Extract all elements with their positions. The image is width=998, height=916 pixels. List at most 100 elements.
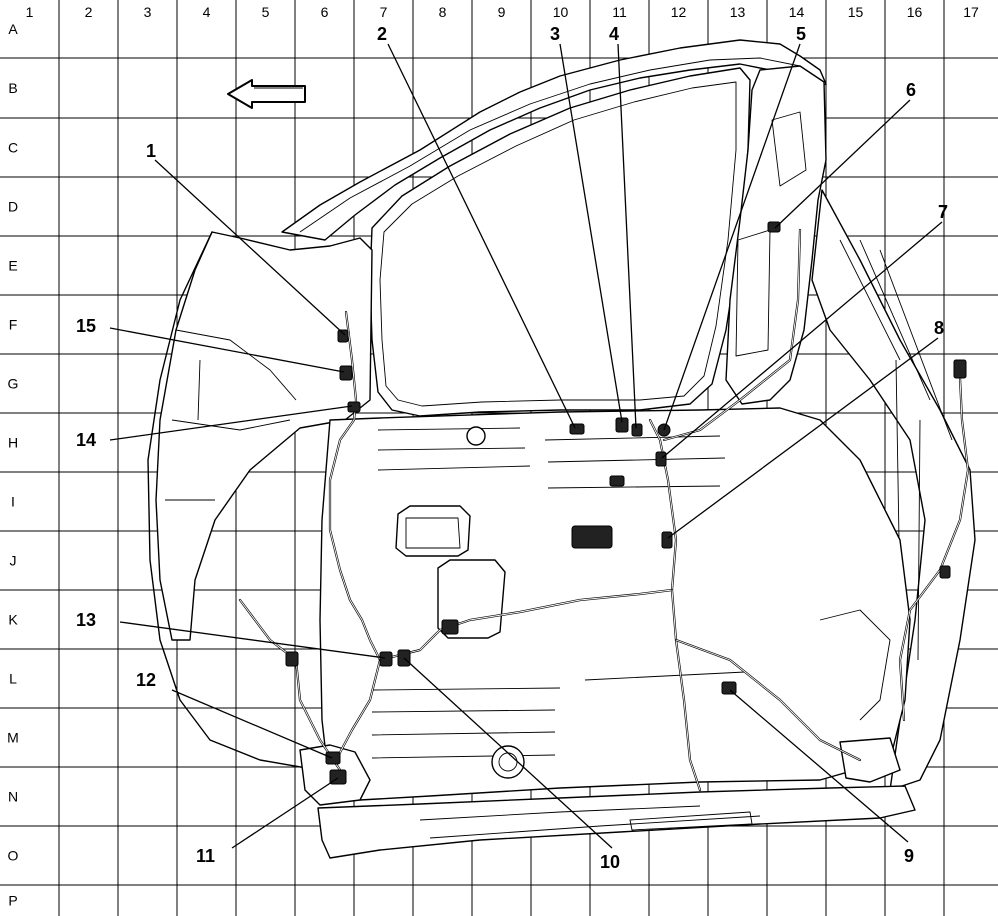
grid-column-label: 13 <box>730 4 746 20</box>
connector-right-wall <box>939 565 951 579</box>
wheel-house-cover <box>437 559 506 639</box>
grid-row-label: M <box>7 730 19 746</box>
harness-left-lower-core <box>239 599 341 771</box>
wiring-harness <box>238 221 970 792</box>
leader-2 <box>387 43 576 429</box>
window-seal <box>379 81 737 407</box>
grid-row-label: C <box>8 140 18 156</box>
right-lower-corner <box>839 737 901 783</box>
callout-15: 15 <box>76 316 96 336</box>
grid-column-label: 17 <box>963 4 979 20</box>
grid-row-label: N <box>8 789 18 805</box>
leader-7 <box>661 221 943 459</box>
connector-12 <box>325 751 341 765</box>
grid-column-label: 16 <box>907 4 923 20</box>
right-pillar <box>725 65 827 405</box>
callout-14: 14 <box>76 430 96 450</box>
leader-12 <box>171 689 333 759</box>
leader-6 <box>774 99 911 229</box>
grid-column-label: 3 <box>144 4 152 20</box>
grid-column-label: 5 <box>262 4 270 20</box>
leader-11 <box>231 777 339 849</box>
connector-far-right <box>953 359 967 379</box>
harness-far-right-core <box>899 377 969 721</box>
vehicle-body-illustration <box>147 39 976 859</box>
callout-8: 8 <box>934 318 944 338</box>
grid-column-label: 10 <box>553 4 569 20</box>
right-wall-ribs <box>839 239 953 661</box>
connector-7 <box>655 451 667 467</box>
floor-ribs <box>371 427 746 759</box>
leader-3 <box>559 43 623 423</box>
right-body-wall <box>811 189 976 791</box>
floor-grommet <box>466 426 486 446</box>
grid-row-label: K <box>8 612 18 628</box>
grid-column-label: 9 <box>498 4 506 20</box>
grid-row-label: P <box>8 893 17 909</box>
floor-drain-plug <box>491 745 525 779</box>
grid-column-label: 6 <box>321 4 329 20</box>
grid-row-label: D <box>8 199 18 215</box>
grid-column-label: 1 <box>26 4 34 20</box>
grid-column-label: 7 <box>380 4 388 20</box>
roof-rail-inner-edge <box>299 57 801 233</box>
leader-13 <box>119 621 386 659</box>
callout-2: 2 <box>377 24 387 44</box>
leader-5 <box>663 43 801 431</box>
callout-9: 9 <box>904 846 914 866</box>
leader-10 <box>403 657 613 849</box>
leader-1 <box>154 159 346 336</box>
arrow-left-forward-icon <box>227 79 306 109</box>
grid-column-label: 11 <box>612 4 627 20</box>
callout-7: 7 <box>938 202 948 222</box>
connector-15 <box>339 365 353 381</box>
callout-12: 12 <box>136 670 156 690</box>
callout-numbers: 1 2 3 4 5 6 7 8 9 10 11 12 13 14 15 <box>76 24 948 872</box>
callout-5: 5 <box>796 24 806 44</box>
floor-access-panel <box>395 505 471 557</box>
leader-9 <box>729 689 909 843</box>
grid-column-label: 2 <box>85 4 93 20</box>
right-floor-arch <box>819 609 891 721</box>
connector-6 <box>767 221 781 233</box>
grid-row-label: I <box>11 494 15 510</box>
leader-15 <box>109 327 345 373</box>
grid-column-label: 12 <box>671 4 687 20</box>
callout-1: 1 <box>146 141 156 161</box>
left-body-side <box>147 231 319 771</box>
connector-floor-mid <box>609 475 625 487</box>
callout-13: 13 <box>76 610 96 630</box>
leader-4 <box>617 43 637 429</box>
grid-column-label: 14 <box>789 4 805 20</box>
rear-sill-detail <box>419 805 761 839</box>
connector-8 <box>661 531 673 549</box>
right-pillar-detail <box>735 111 807 357</box>
grid-row-label: A <box>8 21 18 37</box>
leader-8 <box>667 337 939 539</box>
callout-10: 10 <box>600 852 620 872</box>
grid-row-label: J <box>10 553 17 569</box>
callout-3: 3 <box>550 24 560 44</box>
connector-4 <box>631 423 643 437</box>
connector-9 <box>721 681 737 695</box>
connector-1 <box>337 329 349 343</box>
grid-column-label: 4 <box>203 4 211 20</box>
connector-floor-left <box>441 619 459 635</box>
connector-2 <box>569 423 585 435</box>
connector-floor-box <box>571 525 613 549</box>
grid-row-label: G <box>8 376 19 392</box>
callout-11: 11 <box>196 846 215 866</box>
left-quarter-trim <box>165 329 297 501</box>
grid-row-label: O <box>8 848 19 864</box>
callout-4: 4 <box>609 24 619 44</box>
floor-access-panel-inner <box>405 517 461 549</box>
grid-row-label: H <box>8 435 18 451</box>
connector-13 <box>379 651 393 667</box>
callout-leaders <box>109 43 943 849</box>
grid-row-label: B <box>8 80 17 96</box>
connector-left-lower <box>285 651 299 667</box>
harness-center-drop-core <box>671 589 701 791</box>
